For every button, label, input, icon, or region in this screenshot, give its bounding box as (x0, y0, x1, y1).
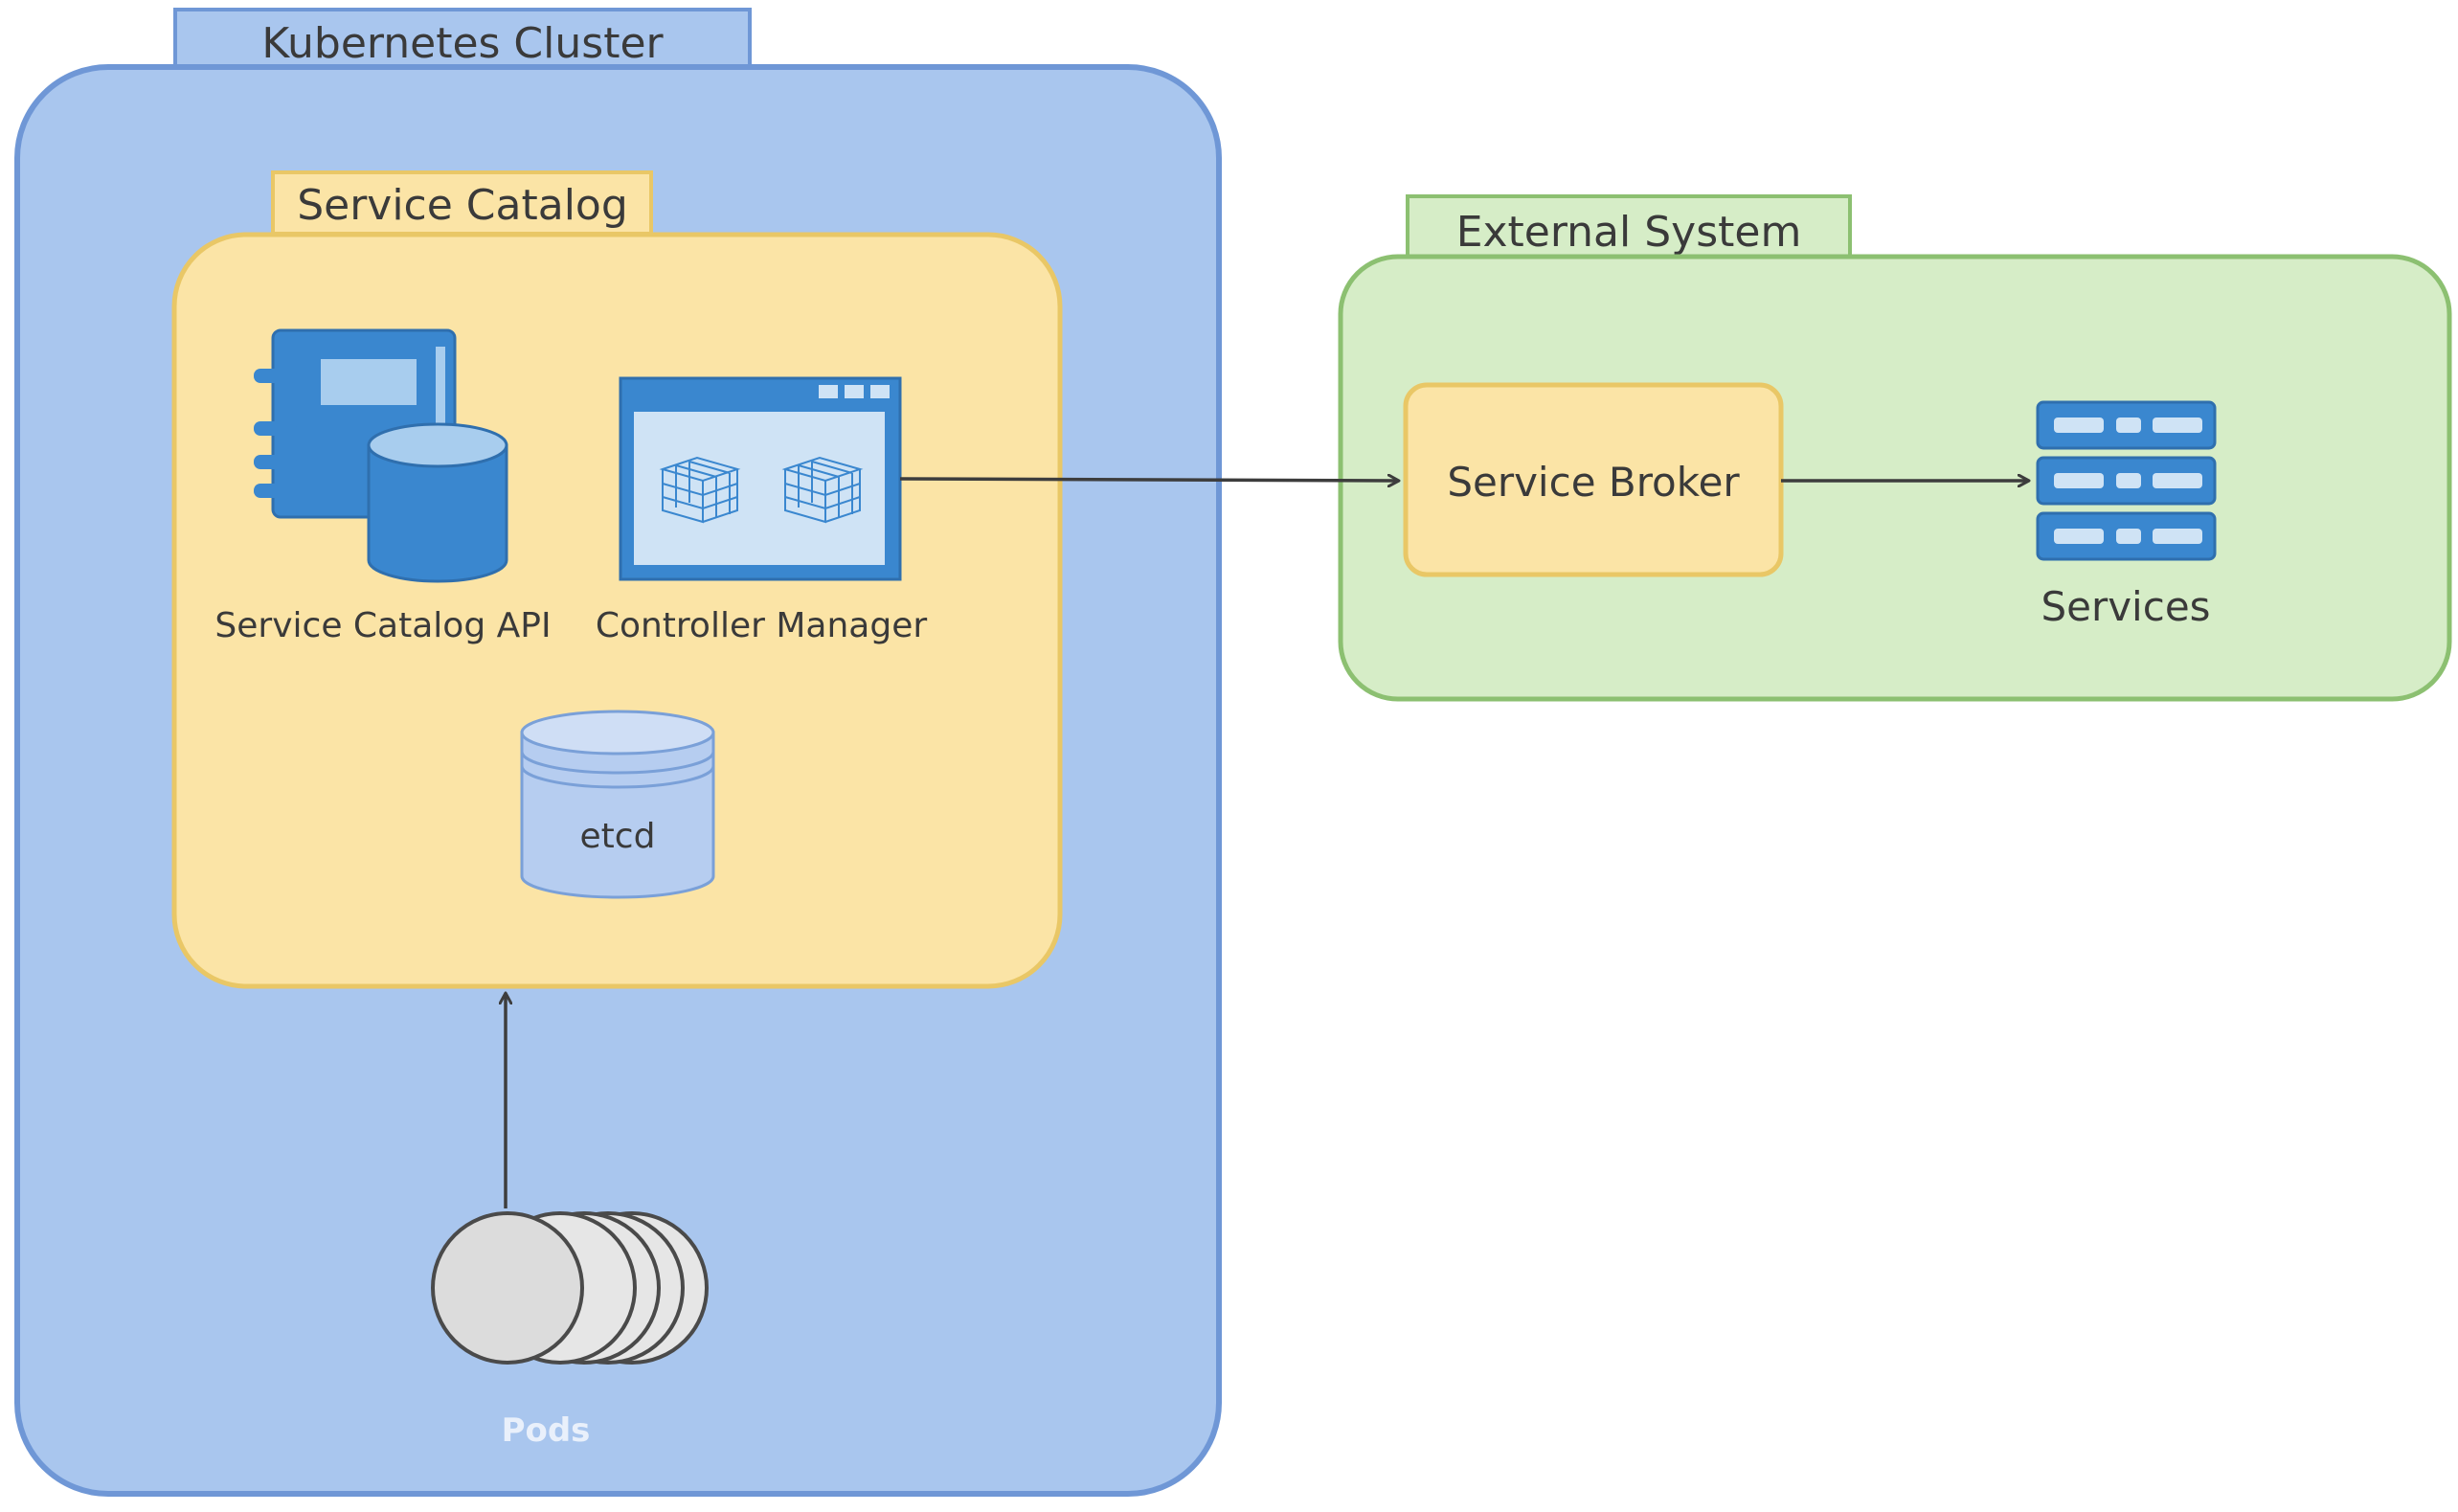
database-cylinder-icon (520, 710, 715, 899)
controller-manager-label: Controller Manager (596, 606, 928, 645)
pods-label: Pods (502, 1411, 591, 1450)
api-db-cylinder (367, 443, 508, 583)
api-server-panel (321, 359, 417, 405)
pod-disc-1 (431, 1211, 584, 1365)
cube-icon-right (781, 456, 864, 524)
external-system-container: External System (1338, 194, 2452, 702)
server-slot (2116, 417, 2141, 433)
api-tab-1 (254, 369, 297, 383)
cube-icon-left (659, 456, 741, 524)
api-server-database-icon (254, 328, 508, 583)
server-slot (2153, 529, 2202, 544)
api-tab-2 (254, 421, 297, 436)
services-label: Services (2041, 583, 2210, 630)
server-rack-icon (2036, 400, 2217, 561)
controller-window-btn-2 (845, 385, 864, 398)
server-slot (2116, 473, 2141, 488)
service-broker-label: Service Broker (1447, 459, 1740, 506)
controller-window-btn-3 (870, 385, 890, 398)
controller-window-btn-1 (819, 385, 838, 398)
etcd-band-2 (520, 765, 715, 789)
external-system-body (1338, 254, 2452, 702)
service-catalog-api-label: Service Catalog API (214, 606, 551, 645)
kubernetes-cluster-tab (173, 8, 752, 74)
server-slot (2153, 417, 2202, 433)
service-catalog-tab (271, 170, 653, 236)
controller-window-icon (619, 376, 902, 581)
server-slot (2054, 529, 2104, 544)
external-system-tab (1406, 194, 1852, 260)
etcd-label: etcd (580, 817, 656, 856)
service-catalog-title: Service Catalog (297, 181, 628, 230)
api-tab-4 (254, 484, 297, 498)
etcd-cylinder-body (520, 731, 715, 899)
etcd-band-1 (520, 751, 715, 775)
server-slot (2153, 473, 2202, 488)
pods-stack-icon (431, 1211, 709, 1365)
api-tab-3 (254, 455, 297, 469)
server-slot (2054, 473, 2104, 488)
arrow-controller-to-broker (899, 479, 1398, 481)
api-server-notch (436, 347, 445, 490)
external-system-title: External System (1456, 208, 1802, 257)
kubernetes-cluster-title: Kubernetes Cluster (261, 19, 664, 68)
api-db-top (367, 422, 508, 468)
etcd-cylinder-top (520, 710, 715, 756)
server-slot (2116, 529, 2141, 544)
server-slot (2054, 417, 2104, 433)
